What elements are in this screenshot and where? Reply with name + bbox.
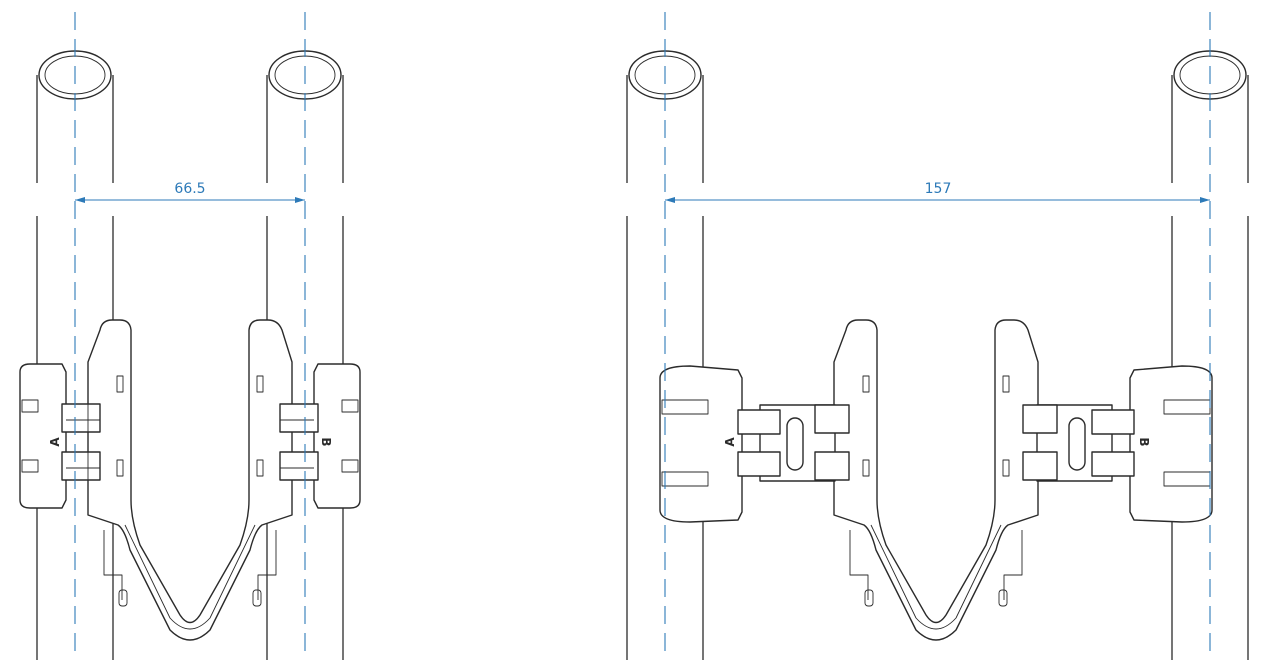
left-side-mark-b: B bbox=[319, 437, 333, 446]
right-clamp: A B bbox=[659, 319, 1213, 641]
right-view: A B 157 bbox=[626, 12, 1249, 660]
left-view: A B 66.5 bbox=[19, 12, 361, 660]
left-side-mark-a: A bbox=[48, 437, 62, 447]
left-clamp: A B bbox=[19, 319, 361, 641]
right-side-mark-a: A bbox=[723, 437, 737, 447]
right-side-mark-b: B bbox=[1137, 437, 1151, 446]
right-dimension: 157 bbox=[665, 181, 1210, 203]
left-dimension-label: 66.5 bbox=[174, 181, 205, 197]
left-dimension: 66.5 bbox=[75, 181, 305, 203]
right-dimension-label: 157 bbox=[925, 181, 952, 197]
